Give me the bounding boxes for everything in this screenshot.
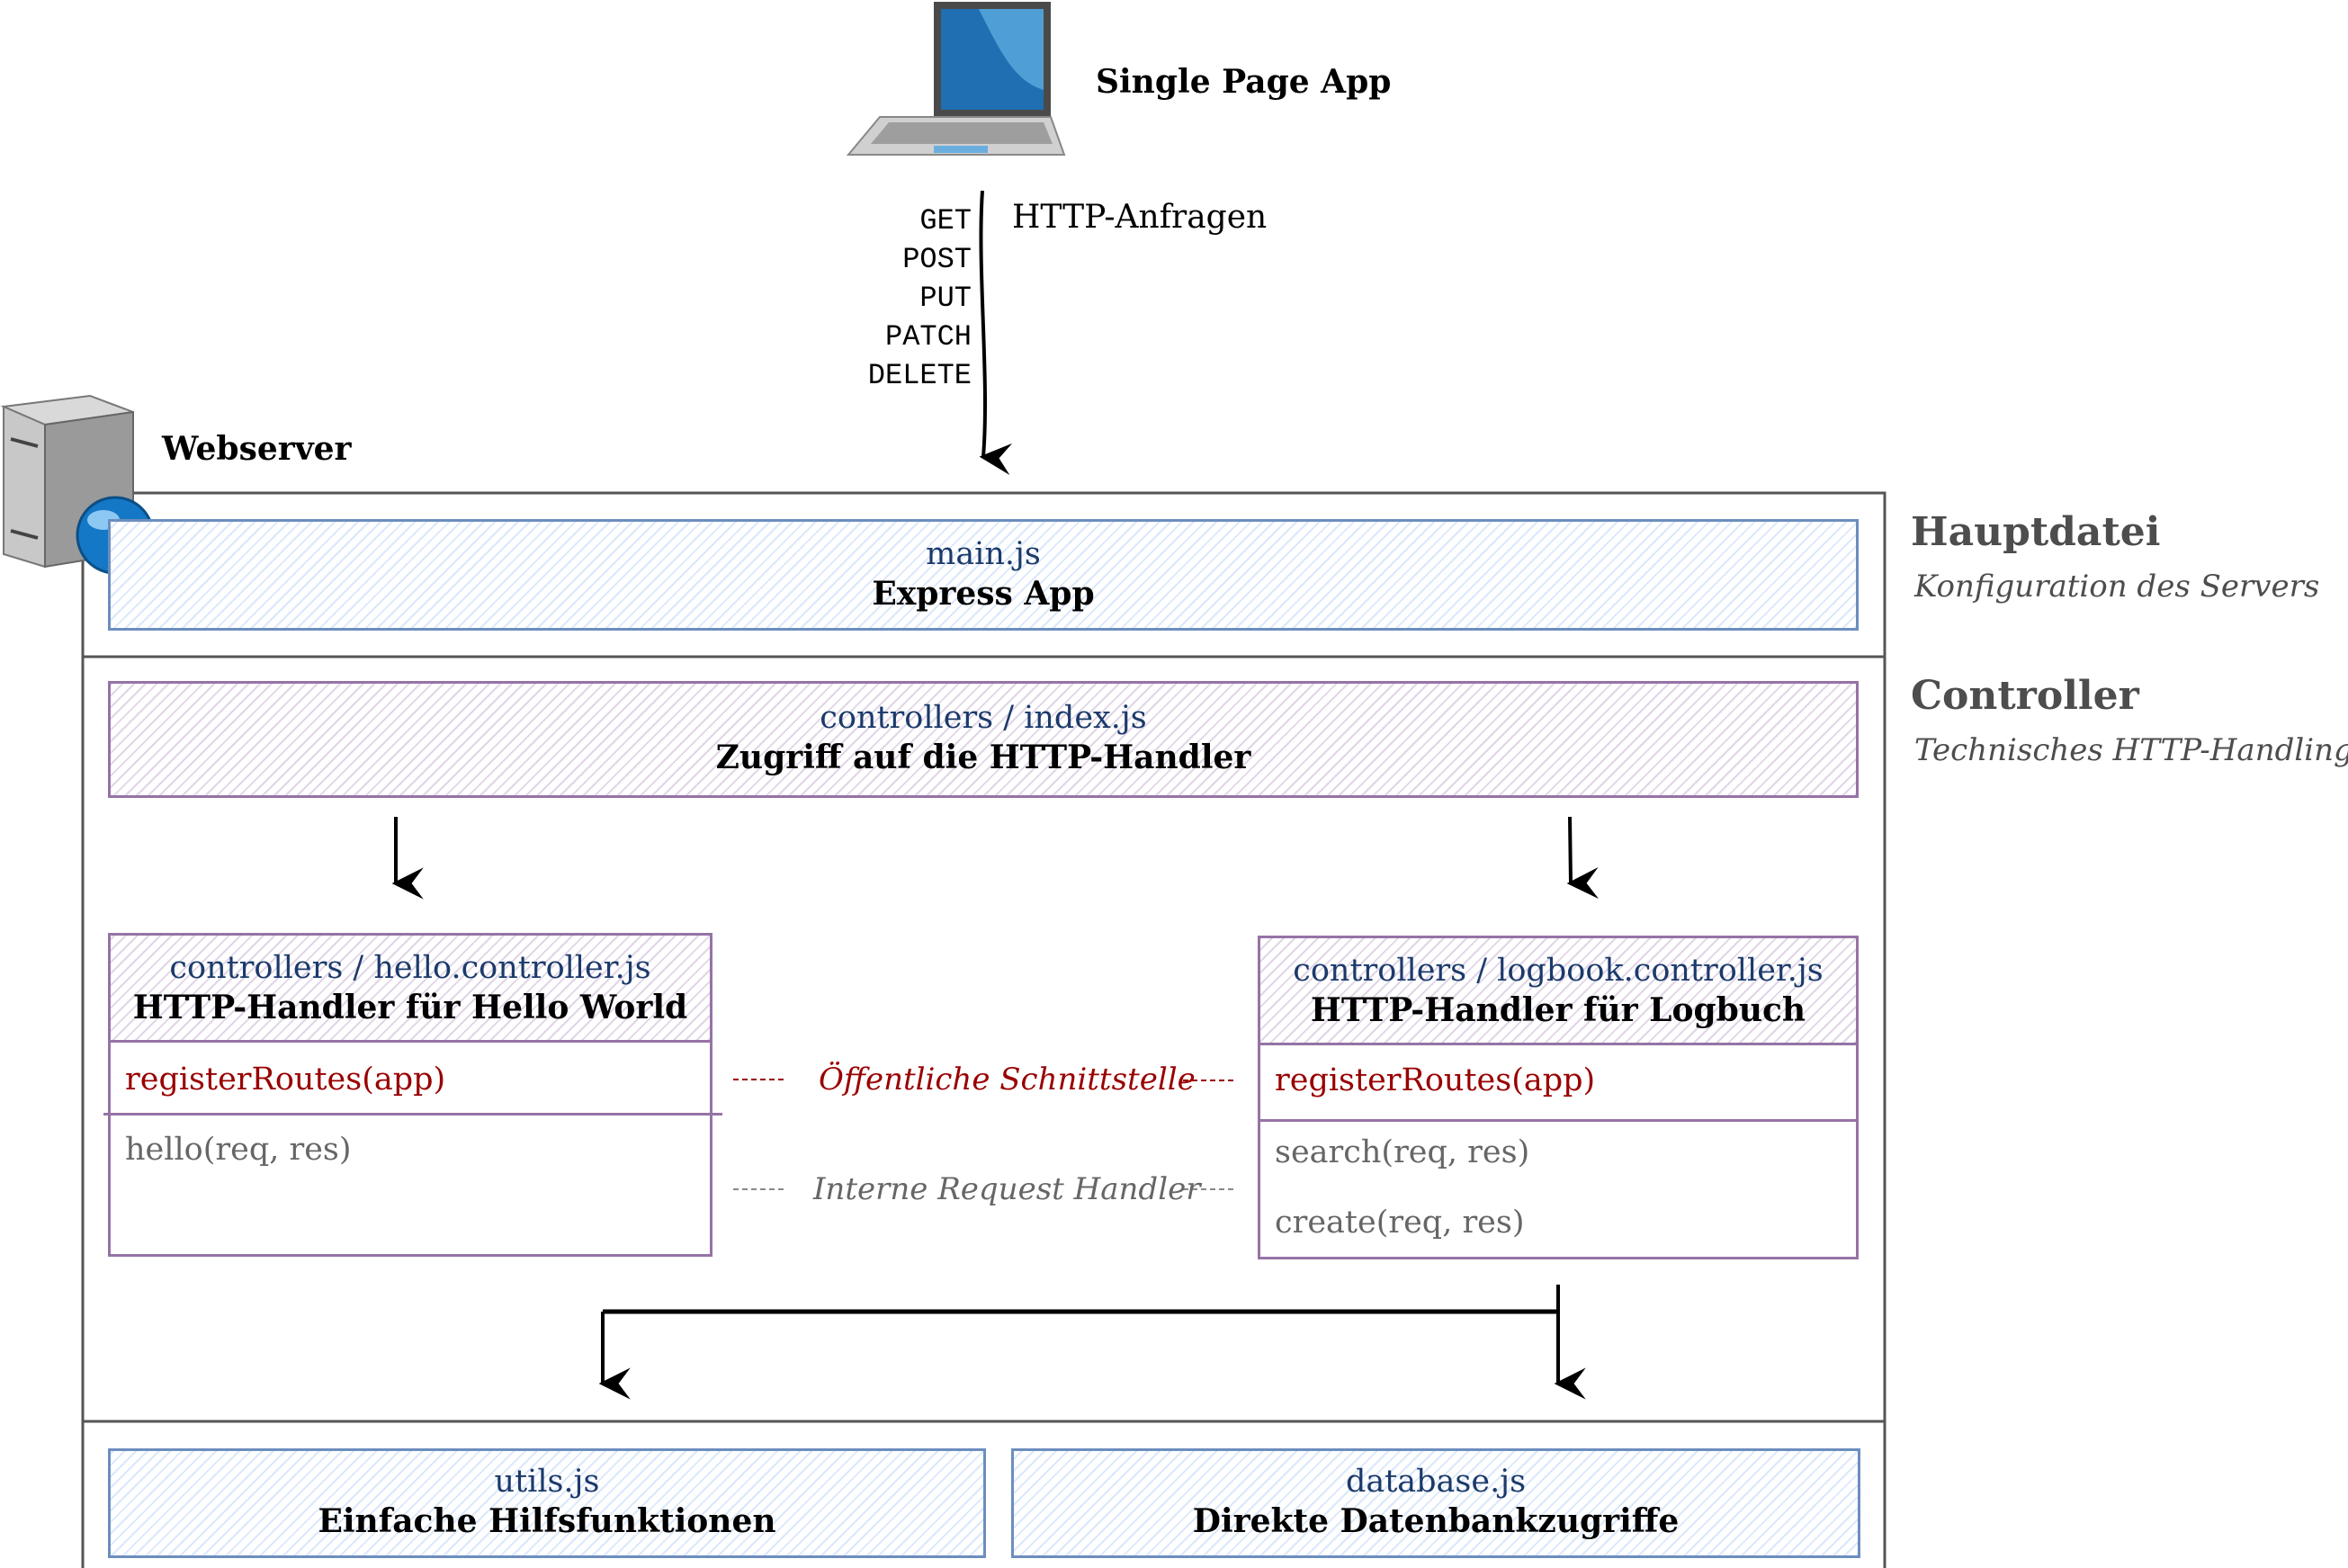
- index-js-desc: Zugriff auf die HTTP-Handler: [715, 739, 1251, 776]
- laptop-icon: [846, 2, 1066, 156]
- legend-public: Öffentliche Schnittstelle: [819, 1062, 1196, 1098]
- logbook-controller-box: controllers / logbook.controller.js HTTP…: [1258, 936, 1859, 1259]
- hello-register-routes: registerRoutes(app): [125, 1062, 446, 1098]
- webserver-frame: [81, 491, 1886, 1568]
- main-js-box: main.js Express App: [108, 519, 1859, 631]
- database-js-desc: Direkte Datenbankzugriffe: [1192, 1502, 1680, 1540]
- hello-method-hello: hello(req, res): [125, 1132, 352, 1168]
- section-main-title: Hauptdatei: [1911, 509, 2161, 555]
- main-js-desc: Express App: [872, 575, 1095, 613]
- http-label: HTTP-Anfragen: [1012, 199, 1268, 236]
- database-js-box: database.js Direkte Datenbankzugriffe: [1011, 1448, 1860, 1558]
- webserver-label: Webserver: [162, 430, 352, 468]
- utils-js-file: utils.js: [494, 1464, 600, 1500]
- logbook-controller-file: controllers / logbook.controller.js: [1293, 953, 1824, 989]
- hello-controller-desc: HTTP-Handler für Hello World: [132, 989, 688, 1026]
- logbook-method-search: search(req, res): [1275, 1134, 1530, 1170]
- section-ctrl-sub: Technisches HTTP-Handling: [1914, 732, 2348, 768]
- arrow-index-to-logbook: [1566, 816, 1600, 900]
- database-js-file: database.js: [1345, 1464, 1527, 1500]
- legend-internal: Interne Request Handler: [813, 1171, 1201, 1207]
- logbook-method-create: create(req, res): [1275, 1205, 1525, 1241]
- main-js-file: main.js: [926, 536, 1041, 572]
- logbook-controller-header: controllers / logbook.controller.js HTTP…: [1258, 936, 1859, 1045]
- http-method-delete: DELETE: [867, 359, 972, 392]
- utils-js-box: utils.js Einfache Hilfsfunktionen: [108, 1448, 986, 1558]
- hello-method-divider: [103, 1113, 722, 1116]
- http-method-put: PUT: [919, 282, 972, 315]
- logbook-method-divider: [1258, 1119, 1859, 1122]
- logbook-controller-desc: HTTP-Handler für Logbuch: [1310, 991, 1806, 1029]
- http-method-patch: PATCH: [884, 320, 972, 354]
- utils-js-desc: Einfache Hilfsfunktionen: [318, 1502, 776, 1540]
- hello-controller-box: controllers / hello.controller.js HTTP-H…: [103, 933, 722, 1257]
- section-main-sub: Konfiguration des Servers: [1914, 569, 2320, 605]
- app-label: Single Page App: [1096, 63, 1392, 101]
- hello-controller-header: controllers / hello.controller.js HTTP-H…: [108, 933, 712, 1043]
- http-method-get: GET: [919, 204, 972, 237]
- hello-controller-file: controllers / hello.controller.js: [169, 950, 651, 986]
- http-method-post: POST: [902, 243, 972, 276]
- index-js-box: controllers / index.js Zugriff auf die H…: [108, 681, 1859, 798]
- index-js-file: controllers / index.js: [820, 700, 1147, 736]
- logbook-register-routes: registerRoutes(app): [1275, 1062, 1596, 1098]
- http-methods: GET POST PUT PATCH DELETE: [828, 202, 972, 395]
- http-request-arrow: [979, 190, 1013, 475]
- section-ctrl-title: Controller: [1911, 673, 2139, 719]
